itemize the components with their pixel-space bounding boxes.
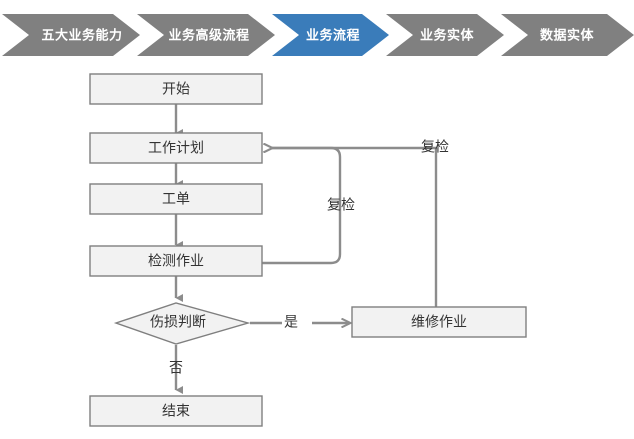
breadcrumb-item-4[interactable]: 数据实体 xyxy=(501,14,634,56)
breadcrumb-label-4: 数据实体 xyxy=(540,27,595,42)
flow-node-work-order[interactable]: 工单 xyxy=(89,183,263,215)
breadcrumb: 五大业务能力 业务高级流程 业务流程 业务实体 数据实体 xyxy=(0,14,634,56)
start-box xyxy=(89,73,263,105)
edge-recheck-repair-to-work-plan xyxy=(272,148,438,308)
flow-node-end[interactable]: 结束 xyxy=(89,395,263,427)
breadcrumb-label-2: 业务流程 xyxy=(306,27,360,42)
repair-label: 维修作业 xyxy=(411,314,467,330)
work-plan-label: 工作计划 xyxy=(148,140,204,156)
inspect-box xyxy=(89,245,263,277)
flowchart: 开始 工作计划 工单 检测作业 伤损判断 维修作业 xyxy=(0,56,634,439)
flow-node-decision[interactable]: 伤损判断 xyxy=(113,302,251,345)
breadcrumb-item-2[interactable]: 业务流程 xyxy=(272,14,389,56)
end-box xyxy=(89,395,263,427)
chevron-shape-2 xyxy=(272,14,389,56)
chevron-shape-0 xyxy=(2,14,140,56)
edge-label-recheck-outer: 复检 xyxy=(421,139,449,155)
breadcrumb-item-3[interactable]: 业务实体 xyxy=(386,14,504,56)
flow-node-inspect[interactable]: 检测作业 xyxy=(89,245,263,277)
flow-node-start[interactable]: 开始 xyxy=(89,73,263,105)
work-order-box xyxy=(89,183,263,215)
flow-node-work-plan[interactable]: 工作计划 xyxy=(89,132,263,164)
decision-diamond xyxy=(113,302,251,345)
breadcrumb-item-0[interactable]: 五大业务能力 xyxy=(2,14,140,56)
work-order-label: 工单 xyxy=(162,191,190,207)
start-label: 开始 xyxy=(162,81,190,97)
breadcrumb-label-0: 五大业务能力 xyxy=(41,27,122,42)
chevron-shape-4 xyxy=(501,14,634,56)
chevron-shape-3 xyxy=(386,14,504,56)
inspect-label: 检测作业 xyxy=(148,253,204,269)
chevron-shape-1 xyxy=(137,14,275,56)
end-label: 结束 xyxy=(162,403,190,419)
flow-node-repair[interactable]: 维修作业 xyxy=(351,306,527,338)
repair-box xyxy=(351,306,527,338)
breadcrumb-item-1[interactable]: 业务高级流程 xyxy=(137,14,275,56)
edge-label-yes: 是 xyxy=(284,314,298,330)
work-plan-box xyxy=(89,132,263,164)
breadcrumb-label-3: 业务实体 xyxy=(420,27,475,42)
breadcrumb-label-1: 业务高级流程 xyxy=(168,27,249,42)
edge-label-no: 否 xyxy=(169,360,183,376)
decision-label: 伤损判断 xyxy=(150,314,206,330)
edge-label-recheck-inner: 复检 xyxy=(327,197,355,213)
